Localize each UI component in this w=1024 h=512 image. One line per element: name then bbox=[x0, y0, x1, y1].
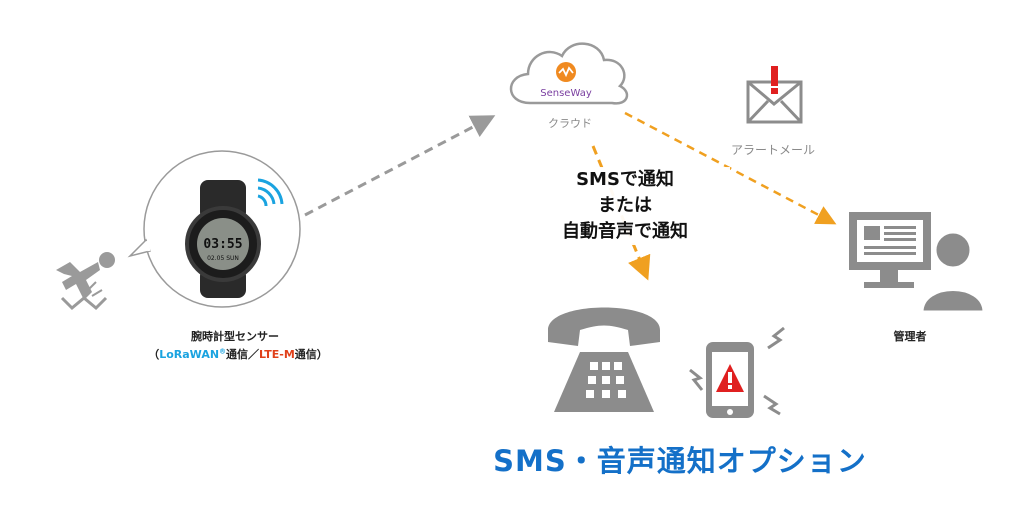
watch-date: 02.05 SUN bbox=[207, 255, 239, 262]
admin-icon bbox=[849, 212, 986, 314]
registered-mark: ® bbox=[219, 347, 227, 356]
vibration-left-icon bbox=[689, 368, 704, 391]
lorawan-text: LoRaWAN bbox=[159, 348, 220, 361]
vibration-right-bottom-icon bbox=[763, 394, 781, 416]
cloud-label: クラウド bbox=[548, 117, 592, 130]
telephone-icon bbox=[548, 307, 660, 412]
sub-mid: 通信／ bbox=[226, 348, 260, 361]
exclamation-icon bbox=[771, 66, 778, 86]
sensor-subtitle: （LoRaWAN®通信／LTE-M通信） bbox=[98, 346, 378, 362]
arrow-sensor-to-cloud bbox=[304, 115, 496, 217]
alert-mail-icon bbox=[746, 66, 803, 124]
sub-open: （ bbox=[148, 348, 160, 361]
smartphone-alert-icon bbox=[689, 326, 785, 418]
alert-mail-label: アラートメール bbox=[730, 143, 815, 157]
ltem-text: LTE-M bbox=[259, 348, 295, 361]
option-title: SMS・音声通知オプション bbox=[493, 444, 867, 478]
notify-voice-text: 自動音声で通知 bbox=[520, 219, 730, 245]
cloud-icon: SenseWay bbox=[509, 42, 629, 105]
watch-time: 03:55 bbox=[203, 237, 242, 252]
wireless-signal-icon bbox=[257, 178, 284, 207]
watch-sensor: 03:55 02.05 SUN bbox=[127, 150, 301, 308]
vibration-right-top-icon bbox=[767, 326, 785, 350]
cloud-brand: SenseWay bbox=[540, 88, 592, 99]
sub-close: 通信） bbox=[294, 348, 328, 361]
notify-or-text: または bbox=[520, 193, 730, 219]
falling-person-icon bbox=[56, 252, 115, 311]
senseway-logo-icon bbox=[556, 62, 576, 82]
sensor-title: 腕時計型センサー bbox=[191, 330, 279, 343]
notify-sms-text: SMSで通知 bbox=[520, 167, 730, 193]
admin-label: 管理者 bbox=[893, 330, 927, 343]
